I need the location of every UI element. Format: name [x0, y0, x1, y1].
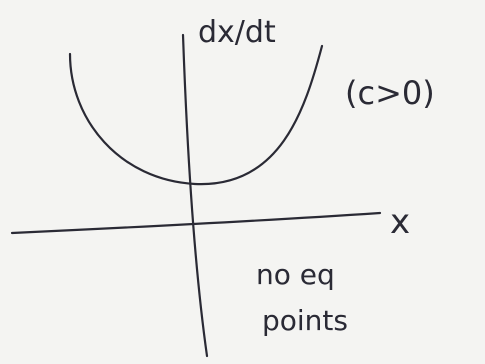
note-line-2: points	[262, 304, 348, 337]
y-axis-label: dx/dt	[198, 15, 276, 50]
vertical-axis	[181, 33, 209, 358]
parabola-curve	[68, 44, 324, 186]
note-line-1: no eq	[256, 258, 335, 291]
horizontal-axis	[10, 211, 382, 235]
condition-label: (c>0)	[345, 74, 435, 112]
x-axis-label: x	[390, 202, 410, 242]
